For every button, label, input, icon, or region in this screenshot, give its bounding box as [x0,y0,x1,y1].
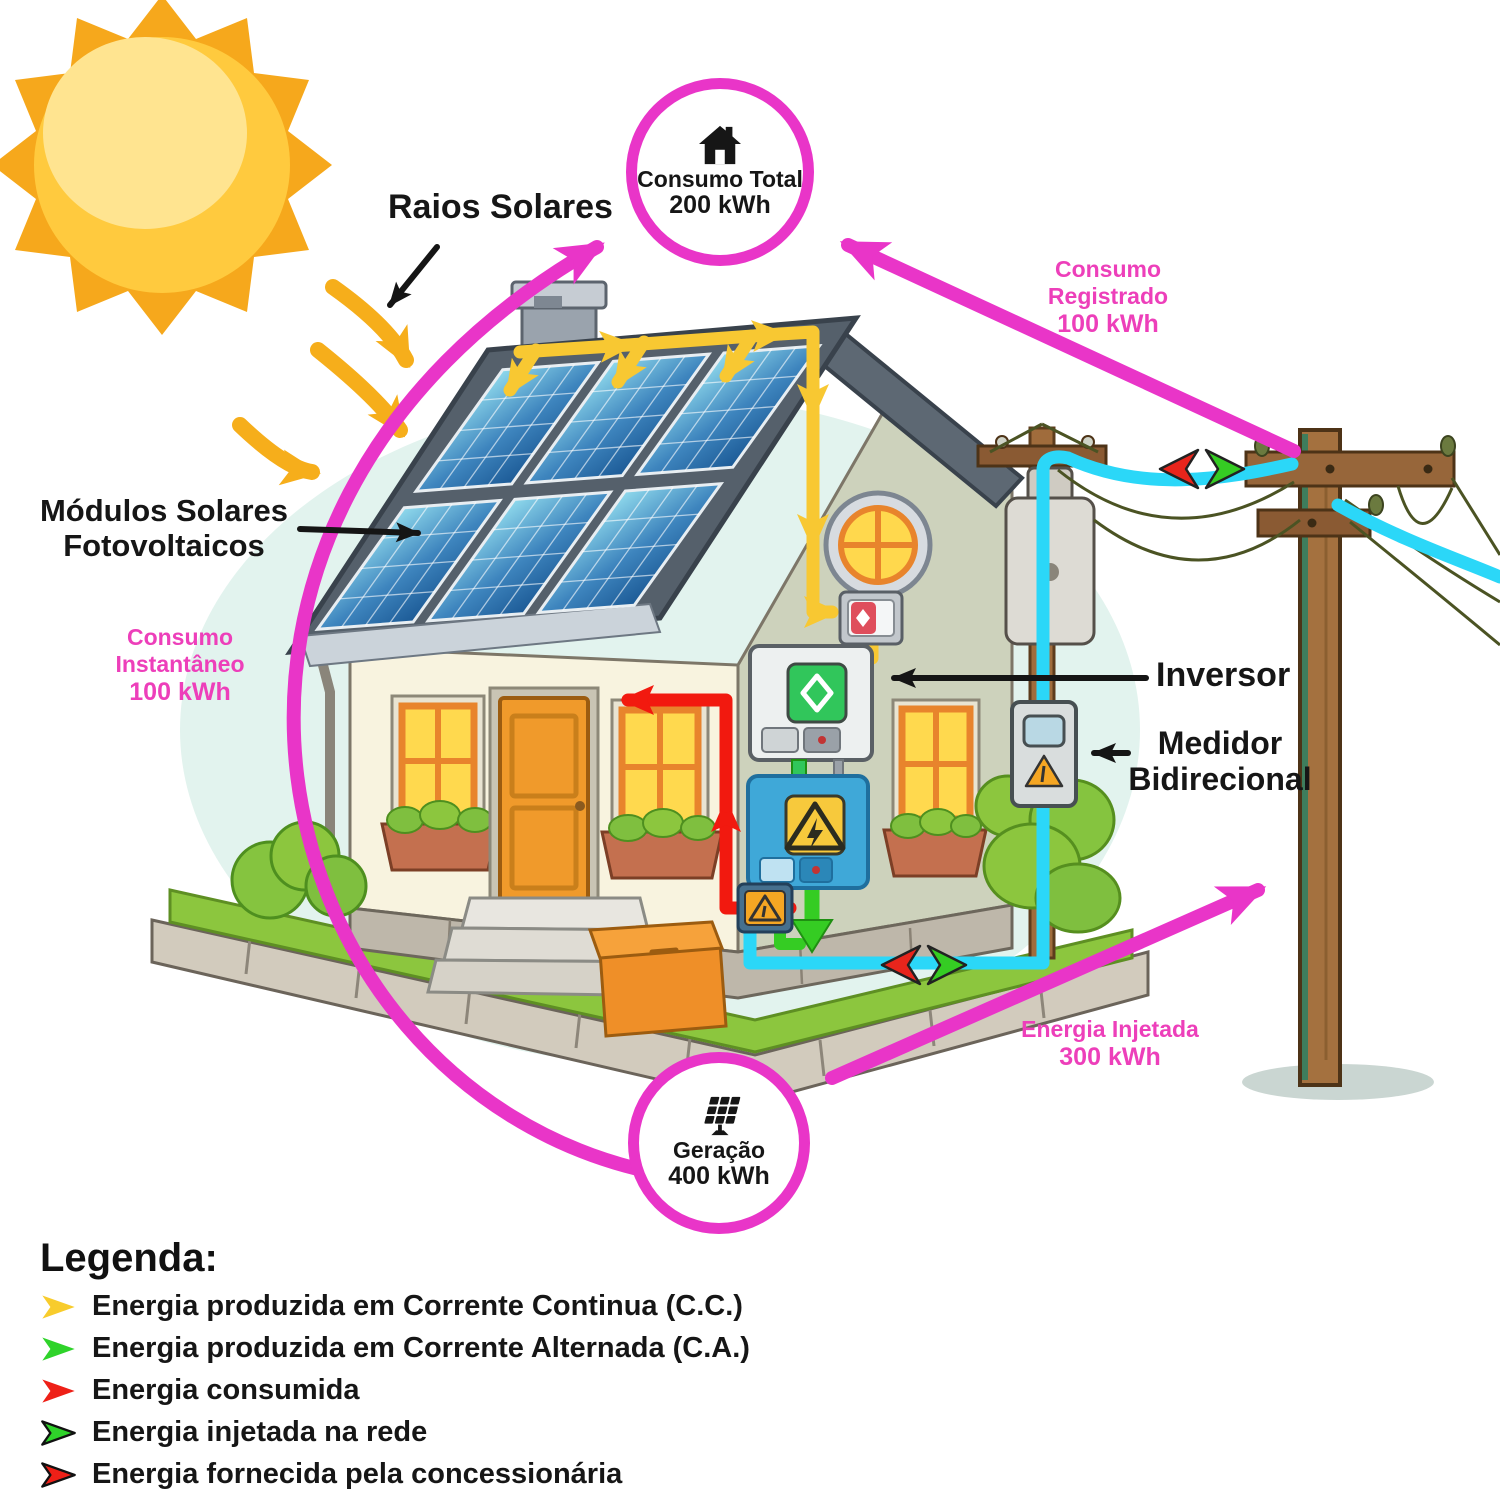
round-window [823,490,933,600]
solar-panels [318,346,820,629]
solar-panel-icon [704,1097,741,1136]
warning-switch-box [736,882,794,934]
legend-item-consumed: Energia consumida [40,1374,750,1407]
storage-box [587,920,728,1038]
legend-item-ac: Energia produzida em Corrente Alternada … [40,1332,750,1365]
breaker-box [746,774,870,890]
consumo-registrado-title: Consumo Registrado [1047,256,1169,310]
inverter-box [748,644,874,777]
energia-injetada-label: Energia Injetada 300 kWh [1000,1016,1220,1073]
geracao-value: 400 kWh [668,1162,770,1191]
energy-flow-arcs [286,238,1301,1177]
sun-icon [0,0,332,335]
consumo-total-badge: Consumo Total 200 kWh [626,78,814,266]
legend: Legenda: Energia produzida em Corrente C… [40,1236,750,1491]
consumo-total-label: Consumo Total [637,166,803,193]
window-left [380,694,500,872]
power-wires [1057,468,1500,647]
bidirectional-meter-box [1010,700,1078,808]
legend-item-utility: Energia fornecida pela concessionária [40,1458,750,1491]
legend-item-label: Energia produzida em Corrente Alternada … [92,1332,750,1364]
consumo-registrado-value: 100 kWh [1057,310,1159,339]
annotation-arrows [297,244,1149,763]
consumo-registrado-label: Consumo Registrado 100 kWh [1028,256,1188,340]
legend-item-label: Energia produzida em Corrente Continua (… [92,1290,743,1322]
utility-pole-far [1242,428,1456,1100]
modulos-solares-label: Módulos Solares Fotovoltaicos [39,493,289,563]
consumo-total-value: 200 kWh [669,191,771,220]
dc-energy-line [503,320,879,665]
energia-injetada-value: 300 kWh [1059,1043,1161,1072]
legend-item-label: Energia consumida [92,1374,360,1406]
inversor-label: Inversor [1156,656,1291,694]
front-door [488,686,600,912]
house [290,282,1022,1036]
legend-item-injected: Energia injetada na rede [40,1416,750,1449]
geracao-label: Geração [672,1137,766,1164]
dc-switch-box [838,590,904,646]
geracao-badge: Geração 400 kWh [628,1052,810,1234]
bushes [230,774,1122,934]
legend-item-label: Energia injetada na rede [92,1416,428,1448]
consumo-instantaneo-label: Consumo Instantâneo 100 kWh [82,624,278,708]
legend-arrow-red-icon [42,1378,75,1403]
window-gable [882,698,988,878]
legend-item-label: Energia fornecida pela concessionária [92,1458,623,1490]
raios-solares-label: Raios Solares [388,188,613,226]
house-icon [699,126,741,165]
medidor-bidirecional-label: Medidor Bidirecional [1128,725,1312,797]
consumo-instantaneo-value: 100 kWh [129,678,231,707]
grid-flow-line [743,450,1500,970]
legend-item-dc: Energia produzida em Corrente Continua (… [40,1290,750,1323]
consumo-instantaneo-title: Consumo Instantâneo [115,624,245,678]
legend-arrow-red-outline-icon [41,1461,76,1488]
window-right [600,698,724,880]
legend-arrow-yellow-icon [42,1294,75,1319]
energia-injetada-title: Energia Injetada [1021,1016,1199,1042]
ground-platform [150,888,1150,1104]
legend-arrow-green-icon [42,1336,75,1361]
legend-title: Legenda: [40,1236,218,1280]
legend-arrow-green-outline-icon [41,1419,76,1446]
bidirectional-flow-arrows [880,448,1246,986]
